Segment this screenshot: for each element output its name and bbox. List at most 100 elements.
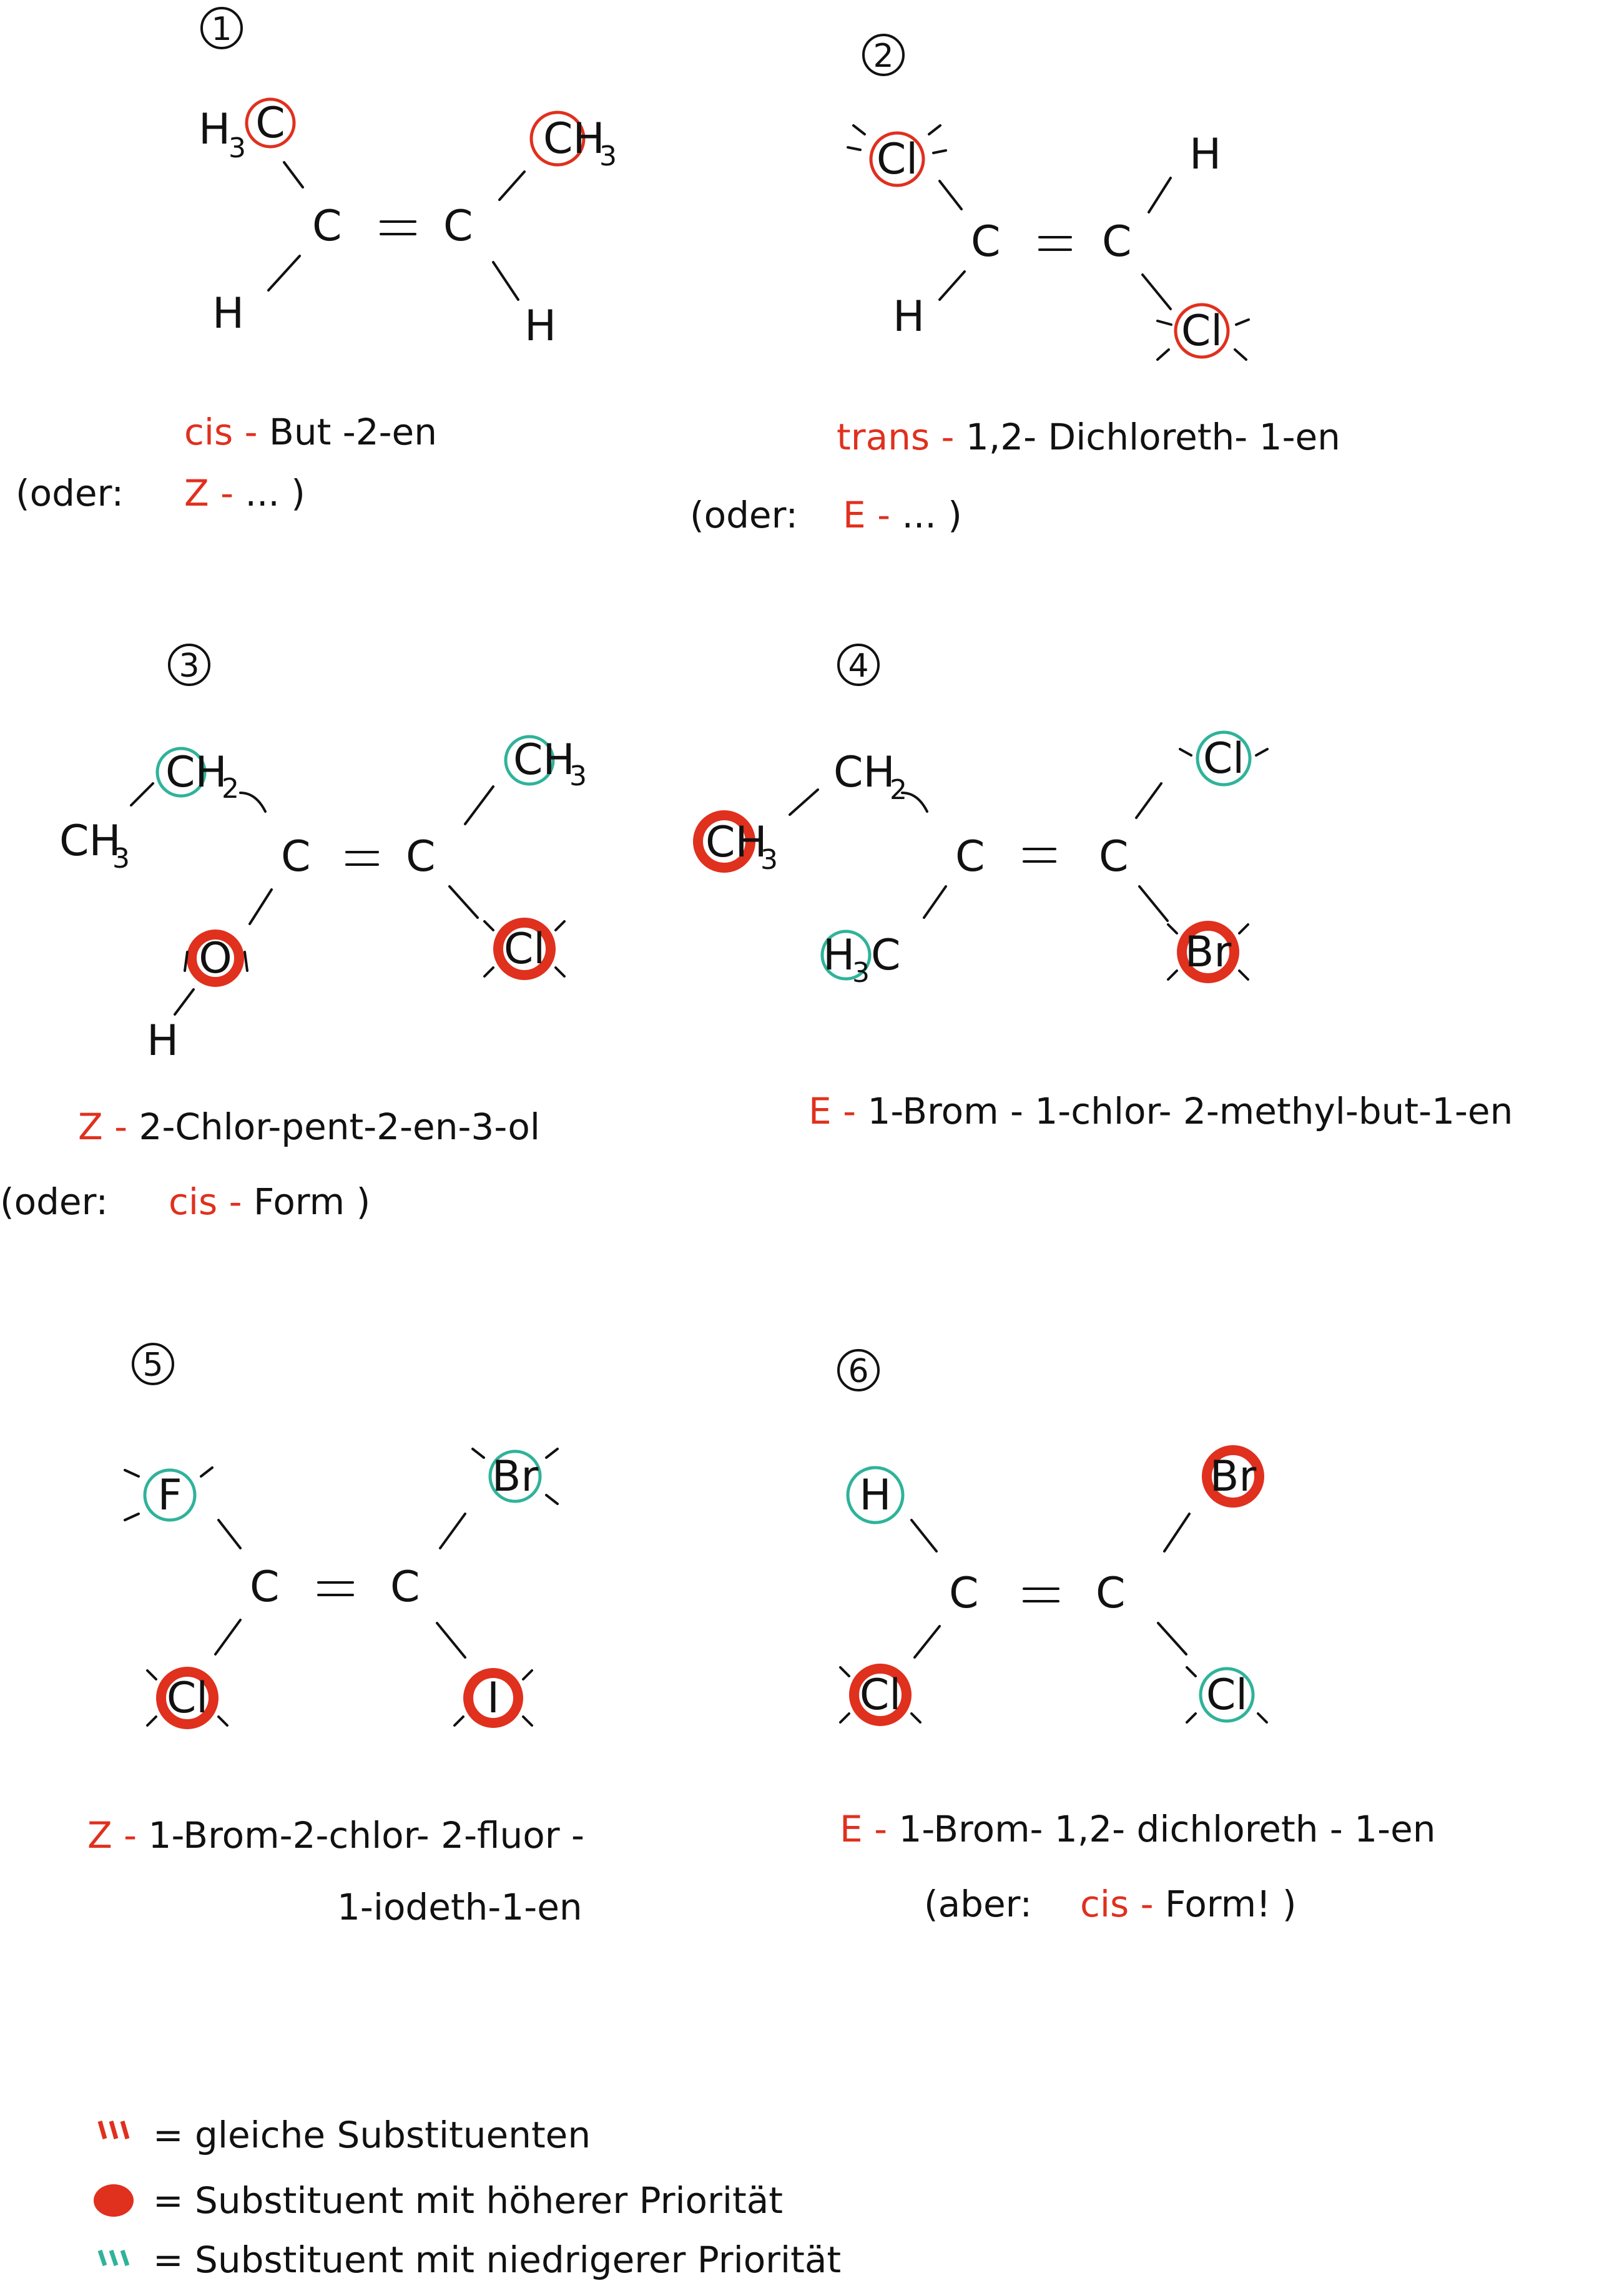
hatch-marks xyxy=(1186,1666,1268,1724)
legend-item-hatch: = gleiche Substituenten xyxy=(97,2114,591,2156)
legend-item-red: = Substituent mit höherer Priorität xyxy=(94,2179,783,2222)
bond xyxy=(1163,1513,1191,1553)
panel-3-number-circle xyxy=(168,644,210,686)
atom-F: F xyxy=(157,1471,182,1520)
panel-2-alt-value: E - ... ) xyxy=(843,494,962,536)
panel-4-number-circle xyxy=(837,644,880,686)
legend-text: = gleiche Substituenten xyxy=(153,2114,591,2156)
bond xyxy=(923,885,947,919)
panel-4-number: 4 xyxy=(848,647,868,685)
bond xyxy=(448,885,479,919)
ring-red-fill-cl xyxy=(493,918,556,980)
panel-3-alt-value: cis - Form ) xyxy=(169,1180,370,1223)
ring-red-ch3 xyxy=(529,110,586,167)
bond xyxy=(214,1619,242,1656)
atom-sub-3: 3 xyxy=(229,132,246,164)
panel-5: 5 F Br C C Cl I Z - 1-Brom-2-chlor- 2-fl… xyxy=(87,1343,584,1928)
atom-CH3: CH xyxy=(705,818,767,867)
atom-Cl: Cl xyxy=(1181,307,1222,356)
hatch-marks xyxy=(453,1669,533,1727)
ring-red-fill-i xyxy=(463,1668,523,1728)
atom-H3: H xyxy=(199,105,230,154)
atom-H: H xyxy=(524,302,556,351)
bond xyxy=(498,170,526,201)
bond xyxy=(283,161,304,189)
panel-3-number: 3 xyxy=(179,647,199,685)
legend: = gleiche Substituenten = Substituent mi… xyxy=(94,2114,841,2281)
bond xyxy=(1157,1622,1187,1656)
atom-sub-2: 2 xyxy=(222,773,239,805)
panel-2: 2 Cl H C C H Cl trans - 1,2- Dichloreth-… xyxy=(690,34,1340,536)
hatch-marker-icon xyxy=(97,2121,130,2139)
bond xyxy=(267,255,301,292)
legend-item-teal: = Substituent mit niedrigerer Priorität xyxy=(97,2239,841,2281)
atom-C-left: C xyxy=(949,1569,978,1618)
atom-C-right: C xyxy=(1102,217,1131,267)
atom-H3C: H xyxy=(823,931,855,980)
panel-1-number: 1 xyxy=(211,11,232,48)
hatch-marks xyxy=(471,1448,559,1505)
atom-sub-3d: 3 xyxy=(852,957,870,989)
hatch-marks xyxy=(839,1666,922,1724)
panel-4-name: E - 1-Brom - 1-chlor- 2-methyl-but-1-en xyxy=(808,1090,1513,1132)
ring-red-fill-o xyxy=(187,930,244,987)
hatch-marks xyxy=(184,951,248,972)
ring-red-fill-br xyxy=(1177,921,1239,983)
atom-CH3: CH xyxy=(59,817,121,866)
panel-5-number-circle xyxy=(132,1343,174,1385)
panel-5-name-line2: 1-iodeth-1-en xyxy=(337,1886,582,1928)
panel-3: 3 CH 2 CH 3 CH 3 C C O H Cl Z - 2-Chlor-… xyxy=(0,644,587,1223)
bond xyxy=(217,1519,242,1549)
atom-Br: Br xyxy=(1185,928,1232,977)
panel-2-alt-open: (oder: xyxy=(690,494,798,536)
bond xyxy=(789,788,819,816)
atom-H: H xyxy=(859,1471,891,1520)
atom-C: C xyxy=(871,931,900,980)
atom-Cl: Cl xyxy=(860,1670,901,1720)
ring-red-cl xyxy=(869,131,925,187)
bond xyxy=(464,785,494,825)
atom-CH3: CH xyxy=(543,114,605,164)
bond xyxy=(910,1519,938,1553)
ring-red-c1 xyxy=(245,97,296,149)
panel-3-name: Z - 2-Chlor-pent-2-en-3-ol xyxy=(78,1106,540,1148)
bond xyxy=(938,180,963,210)
atom-I: I xyxy=(487,1674,499,1723)
bond xyxy=(1138,885,1169,922)
panel-1-name: cis - But -2-en xyxy=(184,411,437,453)
atom-H: H xyxy=(1189,130,1221,179)
panel-2-number-circle xyxy=(862,34,905,76)
panel-1-number-circle xyxy=(200,7,243,49)
atom-C-left: C xyxy=(971,217,1000,267)
atom-O: O xyxy=(199,934,232,983)
panel-6-number: 6 xyxy=(848,1353,868,1390)
hatch-marks xyxy=(483,920,566,978)
atom-CH3: CH xyxy=(513,735,575,785)
legend-text: = Substituent mit höherer Priorität xyxy=(153,2179,783,2222)
bond xyxy=(1141,273,1172,310)
atom-H: H xyxy=(212,289,244,338)
ring-red-cl xyxy=(1174,303,1230,359)
legend-text: = Substituent mit niedrigerer Priorität xyxy=(153,2239,841,2281)
hatch-marks xyxy=(1167,923,1249,981)
bond xyxy=(938,270,966,301)
ring-teal-h3c xyxy=(820,930,872,981)
panel-6-number-circle xyxy=(837,1349,880,1391)
hatch-marks xyxy=(847,124,947,154)
red-fill-marker-icon xyxy=(94,2184,134,2217)
atom-CH2: CH xyxy=(833,748,895,797)
panel-1-alt-open: (oder: xyxy=(16,472,124,514)
atom-sub-3: 3 xyxy=(760,844,778,876)
bond xyxy=(492,261,519,301)
ring-teal-cl xyxy=(1196,730,1252,787)
atom-C-right: C xyxy=(1099,832,1128,881)
hatch-marks xyxy=(1156,318,1250,361)
atom-C-left: C xyxy=(281,832,310,881)
bond xyxy=(436,1622,466,1659)
teal-marker-icon xyxy=(97,2249,130,2267)
ring-teal-h xyxy=(846,1466,905,1524)
atom-C-left: C xyxy=(955,832,985,881)
atom-H: H xyxy=(893,292,925,341)
ring-teal-ch3 xyxy=(504,735,555,786)
